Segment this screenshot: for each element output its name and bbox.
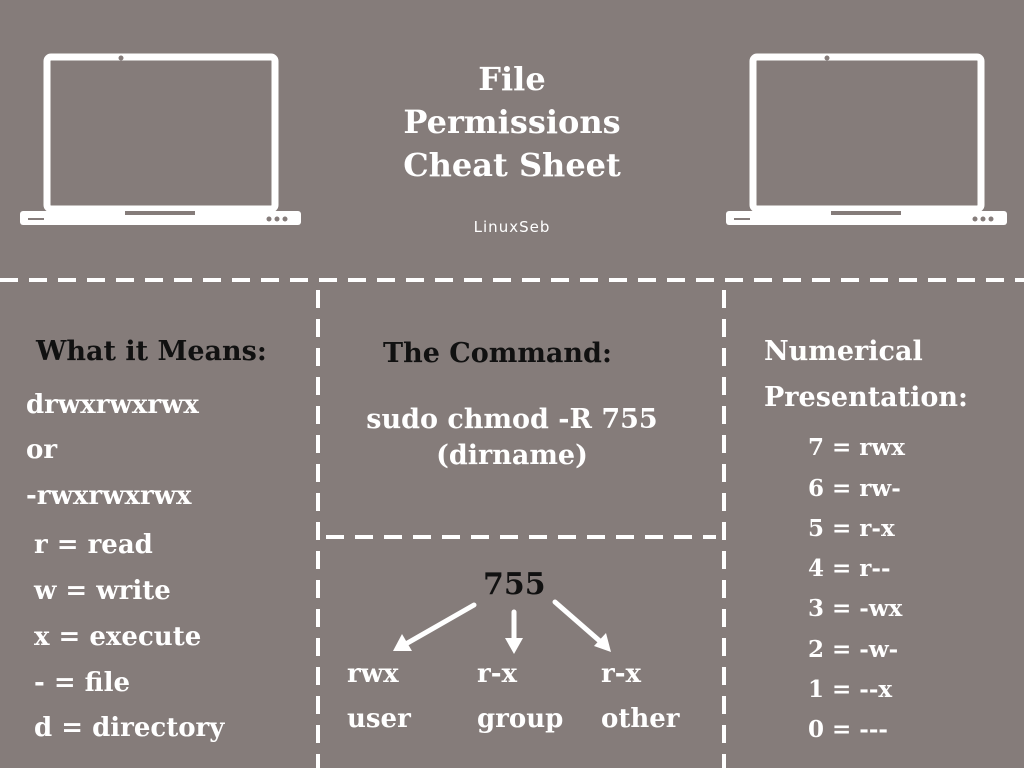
perm-other: r-x (601, 659, 641, 689)
numerical-row: 7 = rwx (808, 434, 905, 461)
numerical-row: 5 = r-x (808, 515, 895, 542)
numerical-row: 1 = --x (808, 676, 893, 703)
laptop-icon-left (20, 53, 301, 225)
meaning-line: or (26, 435, 58, 465)
who-user: user (347, 704, 411, 734)
meaning-heading: What it Means: (36, 336, 267, 367)
title-line: Permissions (403, 103, 621, 141)
laptop-icon-right (726, 53, 1007, 225)
meaning-line: -rwxrwxrwx (26, 481, 192, 511)
numerical-heading-line: Presentation: (764, 382, 969, 413)
meaning-line: - = file (34, 668, 131, 698)
arrow-icon-left (401, 602, 477, 648)
meaning-line: r = read (34, 530, 153, 560)
numerical-row: 0 = --- (808, 716, 888, 743)
numerical-row: 3 = -wx (808, 595, 903, 622)
arrow-icon-right (552, 599, 605, 646)
numerical-row: 4 = r-- (808, 555, 891, 582)
meaning-line: w = write (34, 576, 171, 606)
title-line: File (478, 60, 546, 98)
who-other: other (601, 704, 680, 734)
command-text: sudo chmod -R 755 (dirname) (340, 402, 684, 474)
dashed-dividers (0, 278, 1024, 768)
meaning-line: drwxrwxrwx (26, 390, 199, 420)
command-line: (dirname) (436, 440, 588, 471)
brand-label: LinuxSeb (473, 218, 551, 236)
arrow-icons (393, 599, 611, 654)
numerical-row: 6 = rw- (808, 475, 901, 502)
mode-value: 755 (483, 567, 546, 602)
page-title: File Permissions Cheat Sheet (312, 58, 712, 187)
command-heading: The Command: (383, 338, 612, 369)
numerical-row: 2 = -w- (808, 636, 899, 663)
meaning-line: x = execute (34, 622, 202, 652)
perm-user: rwx (347, 659, 399, 689)
title-line: Cheat Sheet (403, 146, 621, 184)
who-group: group (477, 704, 564, 734)
command-line: sudo chmod -R 755 (366, 404, 658, 435)
meaning-line: d = directory (34, 713, 225, 743)
numerical-heading-line: Numerical (764, 336, 923, 367)
perm-group: r-x (477, 659, 517, 689)
